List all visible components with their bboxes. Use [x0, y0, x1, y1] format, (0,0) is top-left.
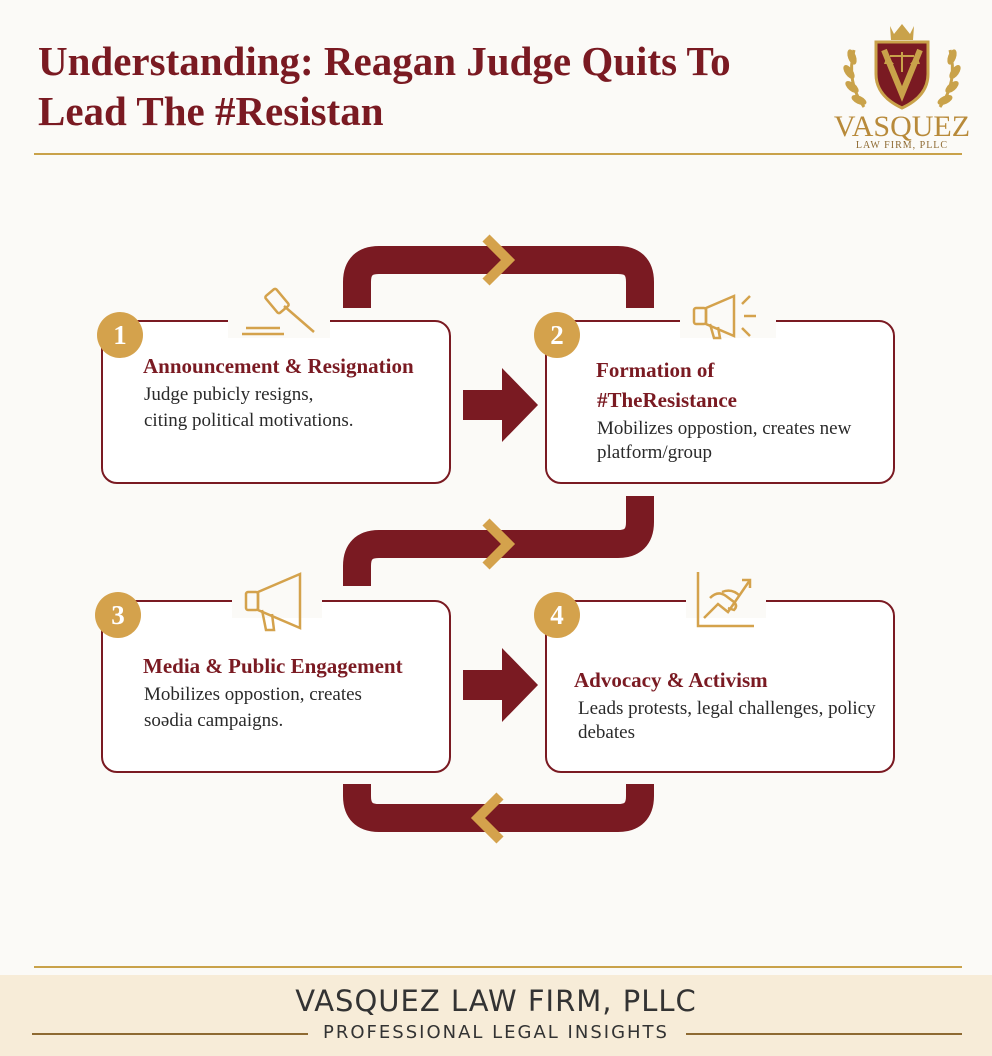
megaphone-icon — [244, 572, 302, 632]
step-1-description-line-1: Judge pubicly resigns, — [144, 384, 314, 405]
step-3-description-line-2: soǝdia campaigns. — [144, 710, 284, 731]
page-title: Understanding: Reagan Judge Quits To Lea… — [38, 38, 731, 134]
connector-top-loop — [343, 246, 654, 308]
megaphone-icon — [692, 294, 756, 340]
step-4-description-line-1: Leads protests, legal challenges, policy — [578, 698, 876, 719]
icon-backdrop — [686, 588, 766, 618]
chevron-right-icon — [482, 234, 516, 286]
step-card-4 — [545, 600, 895, 773]
chevron-left-icon — [470, 792, 504, 844]
footer-divider — [34, 966, 962, 968]
logo-name: VASQUEZ — [833, 110, 971, 143]
arrow-right-icon — [463, 368, 538, 442]
step-1-title: Announcement & Resignation — [143, 354, 414, 378]
step-4-description-line-2: debates — [578, 722, 635, 743]
step-number-badge-4: 4 — [534, 592, 580, 638]
connector-middle-loop — [343, 496, 654, 586]
step-card-2 — [545, 320, 895, 484]
footer-band — [0, 975, 992, 1056]
arrow-right-icon — [463, 648, 538, 722]
step-3-description-line-1: Mobilizes oppostion, creates — [144, 684, 362, 705]
footer-rule-left — [32, 1033, 308, 1035]
step-3-title: Media & Public Engagement — [143, 654, 403, 678]
gavel-icon — [242, 287, 315, 336]
step-card-3 — [101, 600, 451, 773]
step-1-description-line-2: citing political motivations. — [144, 410, 354, 431]
logo-subtitle: LAW FIRM, PLLC — [855, 140, 949, 151]
footer-firm-name: VASQUEZ LAW FIRM, PLLC — [295, 984, 697, 1018]
step-2-description-line-2: platform/group — [597, 442, 713, 463]
footer-tagline: PROFESSIONAL LEGAL INSIGHTS — [323, 1022, 669, 1043]
chevron-right-icon — [482, 518, 516, 570]
header-divider — [34, 153, 962, 155]
handshake-chart-icon — [696, 572, 754, 628]
step-number-badge-3: 3 — [95, 592, 141, 638]
step-2-description-line-1: Mobilizes oppostion, creates new — [597, 418, 852, 439]
firm-logo-icon — [843, 24, 961, 110]
connector-bottom-loop — [343, 784, 654, 832]
step-4-title: Advocacy & Activism — [574, 668, 768, 692]
step-2-title-line-2: #TheResistance — [597, 388, 737, 412]
step-2-title-line-1: Formation of — [596, 358, 715, 382]
step-number-badge-1: 1 — [97, 312, 143, 358]
step-number-badge-2: 2 — [534, 312, 580, 358]
footer-rule-right — [686, 1033, 962, 1035]
